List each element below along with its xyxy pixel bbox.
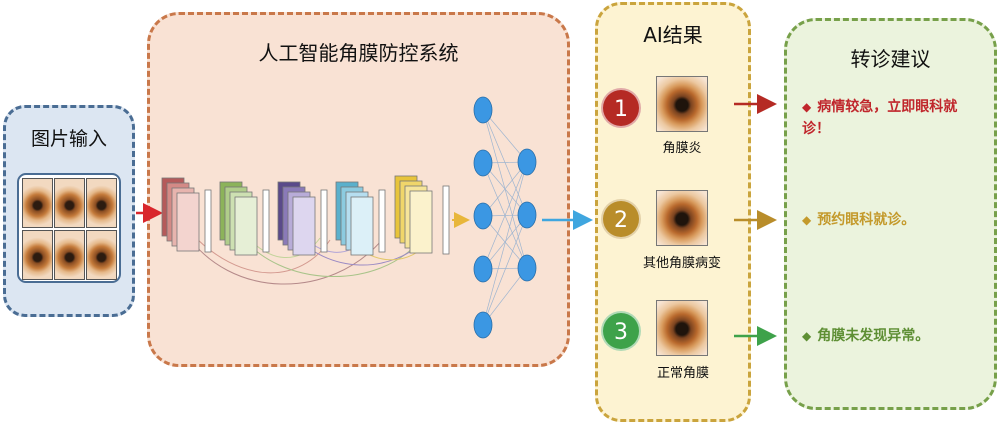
eye-thumbnail xyxy=(54,178,85,228)
diamond-icon: ◆ xyxy=(802,213,812,227)
input-image-grid xyxy=(17,173,121,283)
other-lesion-eye-image xyxy=(656,190,708,246)
ai-system-title: 人工智能角膜防控系统 xyxy=(258,41,459,65)
result-3-label: 正常角膜 xyxy=(656,366,709,381)
diamond-icon: ◆ xyxy=(802,329,812,343)
image-input-title: 图片输入 xyxy=(30,128,107,150)
eye-thumbnail xyxy=(22,178,53,228)
referral-advice-title: 转诊建议 xyxy=(850,47,931,71)
ai-system-panel: 人工智能角膜防控系统 xyxy=(147,12,570,367)
conv-block-2 xyxy=(219,181,270,256)
conv-block-4 xyxy=(335,181,386,256)
result-2-label: 其他角膜病变 xyxy=(642,256,721,271)
conv-block-5 xyxy=(394,175,450,255)
advice-2: ◆ 预约眼科就诊。 xyxy=(802,209,967,231)
advice-3-text: 角膜未发现异常。 xyxy=(817,328,930,344)
advice-2-text: 预约眼科就诊。 xyxy=(817,212,916,228)
result-2-badge: 2 xyxy=(601,199,641,239)
result-1-badge: 1 xyxy=(601,88,641,128)
eye-thumbnail xyxy=(22,230,53,280)
neurons xyxy=(473,96,537,339)
diamond-icon: ◆ xyxy=(802,100,812,114)
conv-block-3 xyxy=(277,181,328,256)
ai-results-title: AI结果 xyxy=(643,23,703,47)
keratitis-eye-image xyxy=(656,76,708,132)
advice-1: ◆病情较急，立即眼科就诊！ xyxy=(802,96,967,140)
conv-block-1 xyxy=(161,177,212,253)
advice-3: ◆ 角膜未发现异常。 xyxy=(802,325,967,347)
advice-1-text: 病情较急，立即眼科就诊！ xyxy=(802,99,958,137)
eye-thumbnail xyxy=(86,178,117,228)
eye-thumbnail xyxy=(54,230,85,280)
eye-thumbnail xyxy=(86,230,117,280)
result-1-label: 角膜炎 xyxy=(662,141,702,156)
result-3-badge: 3 xyxy=(601,311,641,351)
referral-advice-panel: 转诊建议 xyxy=(784,18,997,410)
normal-eye-image xyxy=(656,300,708,356)
